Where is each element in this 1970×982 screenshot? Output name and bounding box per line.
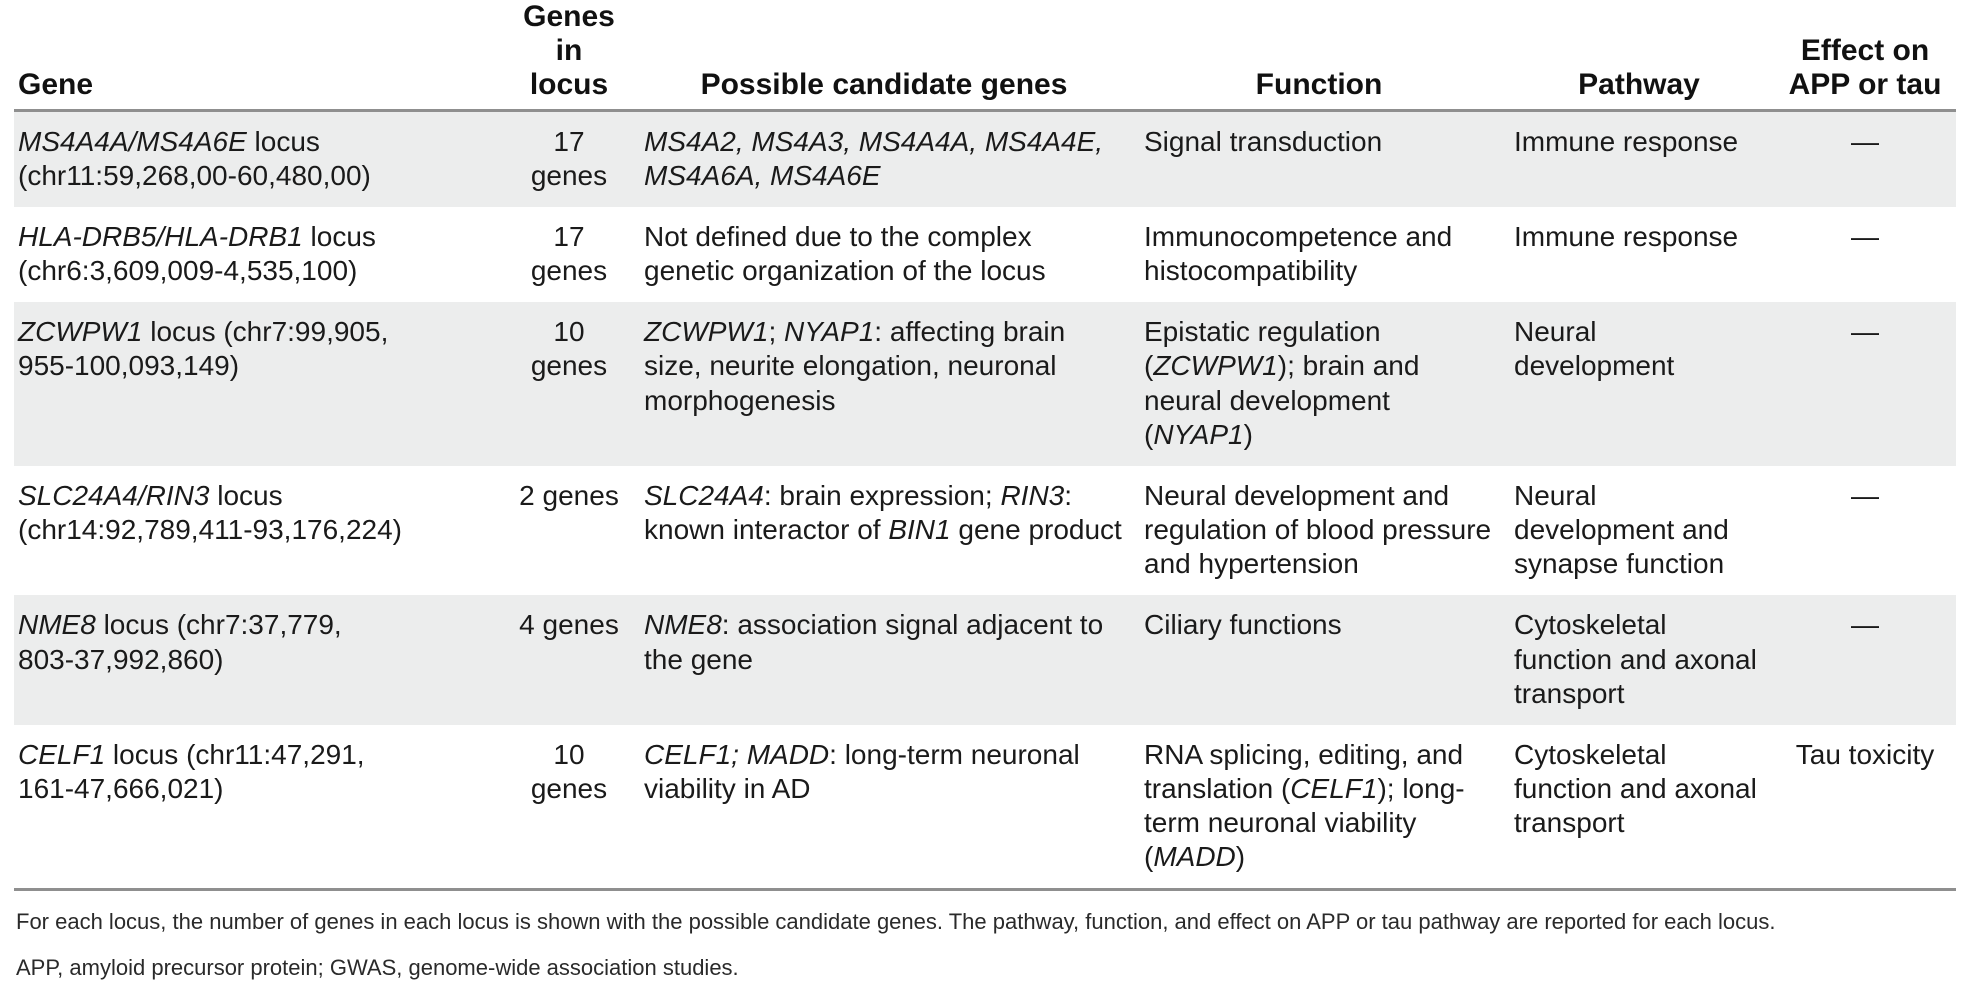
cell-pathway: Immune response (1504, 110, 1774, 207)
cell-pathway: Neural development (1504, 302, 1774, 466)
column-header-pathway: Pathway (1504, 0, 1774, 112)
column-header-effect-line2: APP or tau (1788, 67, 1942, 101)
cell-genes-in-locus: 2 genes (504, 465, 634, 596)
cell-gene: CELF1 locus (chr11:47,291,161-47,666,021… (14, 724, 504, 889)
cell-function: Epistatic regulation (ZCWPW1); brain and… (1134, 302, 1504, 466)
cell-function: Immunocompetence and histocompatibility (1134, 206, 1504, 303)
cell-genes-in-locus: 17 genes (504, 206, 634, 303)
cell-candidate-genes: ZCWPW1; NYAP1: affecting brain size, neu… (634, 302, 1134, 466)
cell-pathway: Immune response (1504, 206, 1774, 303)
table-row: SLC24A4/RIN3 locus(chr14:92,789,411-93,1… (14, 465, 1956, 596)
cell-gene: ZCWPW1 locus (chr7:99,905,955-100,093,14… (14, 302, 504, 466)
cell-genes-in-locus: 17 genes (504, 110, 634, 207)
cell-function: RNA splicing, editing, and translation (… (1134, 724, 1504, 889)
cell-genes-in-locus: 10 genes (504, 724, 634, 889)
column-header-function-label: Function (1255, 67, 1383, 101)
cell-candidate-genes: NME8: association signal adjacent to the… (634, 595, 1134, 725)
cell-gene: MS4A4A/MS4A6E locus(chr11:59,268,00-60,4… (14, 110, 504, 207)
cell-gene: SLC24A4/RIN3 locus(chr14:92,789,411-93,1… (14, 465, 504, 596)
cell-gene: NME8 locus (chr7:37,779,803-37,992,860) (14, 595, 504, 725)
cell-pathway: Cytoskeletal function and axonal transpo… (1504, 595, 1774, 725)
table-row: HLA-DRB5/HLA-DRB1 locus(chr6:3,609,009-4… (14, 206, 1956, 303)
cell-effect: — (1774, 465, 1956, 596)
table-row: ZCWPW1 locus (chr7:99,905,955-100,093,14… (14, 302, 1956, 466)
cell-function: Signal transduction (1134, 110, 1504, 207)
column-header-pathway-label: Pathway (1578, 67, 1700, 101)
column-header-effect-line1: Effect on (1800, 33, 1930, 67)
cell-pathway: Neural development and synapse function (1504, 465, 1774, 596)
cell-genes-in-locus: 4 genes (504, 595, 634, 725)
cell-pathway: Cytoskeletal function and axonal transpo… (1504, 724, 1774, 889)
cell-effect: — (1774, 302, 1956, 466)
cell-genes-in-locus: 10 genes (504, 302, 634, 466)
column-header-gene-label: Gene (18, 67, 94, 101)
cell-function: Neural development and regulation of blo… (1134, 465, 1504, 596)
cell-candidate-genes: CELF1; MADD: long-term neuronal viabilit… (634, 724, 1134, 889)
table-row: NME8 locus (chr7:37,779,803-37,992,860)4… (14, 595, 1956, 725)
cell-candidate-genes: SLC24A4: brain expression; RIN3: known i… (634, 465, 1134, 596)
footnote-abbreviations: APP, amyloid precursor protein; GWAS, ge… (16, 954, 739, 980)
cell-effect: — (1774, 595, 1956, 725)
table-row: MS4A4A/MS4A6E locus(chr11:59,268,00-60,4… (14, 110, 1956, 207)
column-header-candidate-genes-label: Possible candidate genes (700, 67, 1068, 101)
column-header-genes-in-locus-line2: locus (529, 67, 609, 101)
cell-gene: HLA-DRB5/HLA-DRB1 locus(chr6:3,609,009-4… (14, 206, 504, 303)
cell-effect: Tau toxicity (1774, 724, 1956, 889)
cell-effect: — (1774, 110, 1956, 207)
cell-candidate-genes: Not defined due to the complex genetic o… (634, 206, 1134, 303)
cell-function: Ciliary functions (1134, 595, 1504, 725)
column-header-candidate-genes: Possible candidate genes (634, 0, 1134, 112)
cell-effect: — (1774, 206, 1956, 303)
footnote-description: For each locus, the number of genes in e… (16, 909, 1776, 935)
column-header-function: Function (1134, 0, 1504, 112)
table-body: MS4A4A/MS4A6E locus(chr11:59,268,00-60,4… (14, 110, 1956, 889)
column-header-gene: Gene (14, 0, 504, 112)
column-header-genes-in-locus-line1: Genes in (523, 0, 615, 67)
table-row: CELF1 locus (chr11:47,291,161-47,666,021… (14, 724, 1956, 889)
footnotes: For each locus, the number of genes in e… (0, 891, 1970, 981)
cell-candidate-genes: MS4A2, MS4A3, MS4A4A, MS4A4E, MS4A6A, MS… (634, 110, 1134, 207)
